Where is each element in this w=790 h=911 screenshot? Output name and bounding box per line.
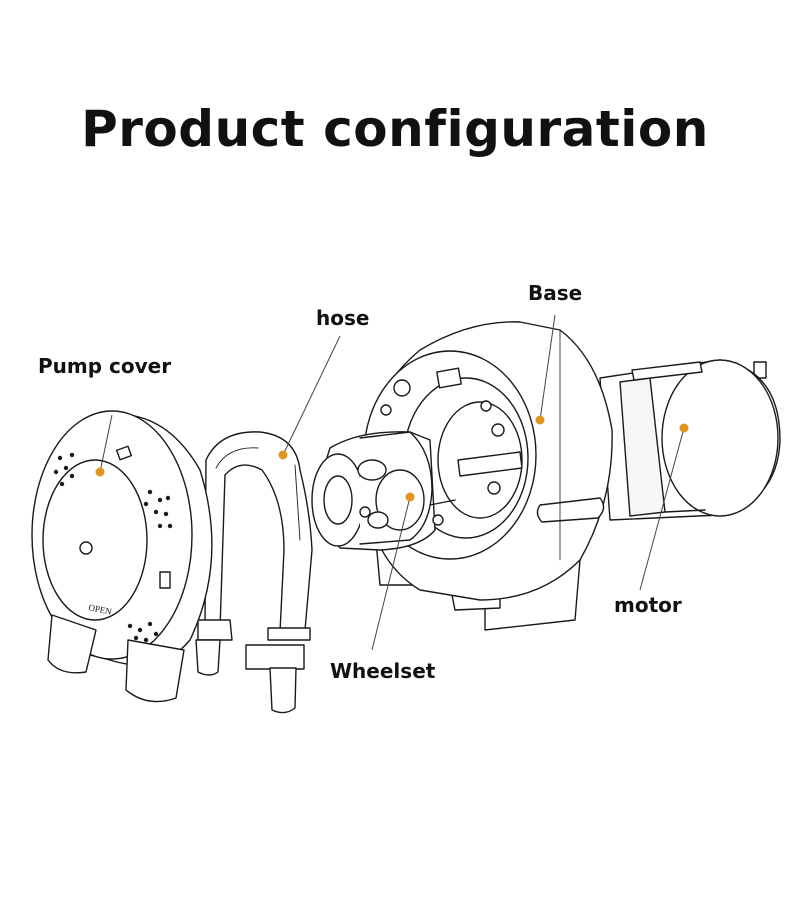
marker-base [535, 415, 545, 425]
marker-hose [278, 450, 288, 460]
marker-pump-cover [95, 467, 105, 477]
hose-part [195, 431, 313, 714]
page-title: Product configuration [81, 100, 709, 158]
pump-cover-part [31, 410, 213, 703]
wheelset-part [311, 431, 456, 551]
cover-open-text: OPEN [88, 602, 114, 617]
label-motor: motor [614, 593, 682, 617]
marker-wheelset [405, 492, 415, 502]
marker-dots [95, 415, 689, 502]
label-hose: hose [316, 306, 370, 330]
label-wheelset: Wheelset [330, 659, 436, 683]
cover-dots [53, 452, 173, 643]
motor-part [599, 359, 781, 521]
leader-lines [99, 314, 685, 651]
label-base: Base [528, 281, 583, 305]
label-pump-cover: Pump cover [38, 354, 172, 378]
marker-motor [679, 423, 689, 433]
